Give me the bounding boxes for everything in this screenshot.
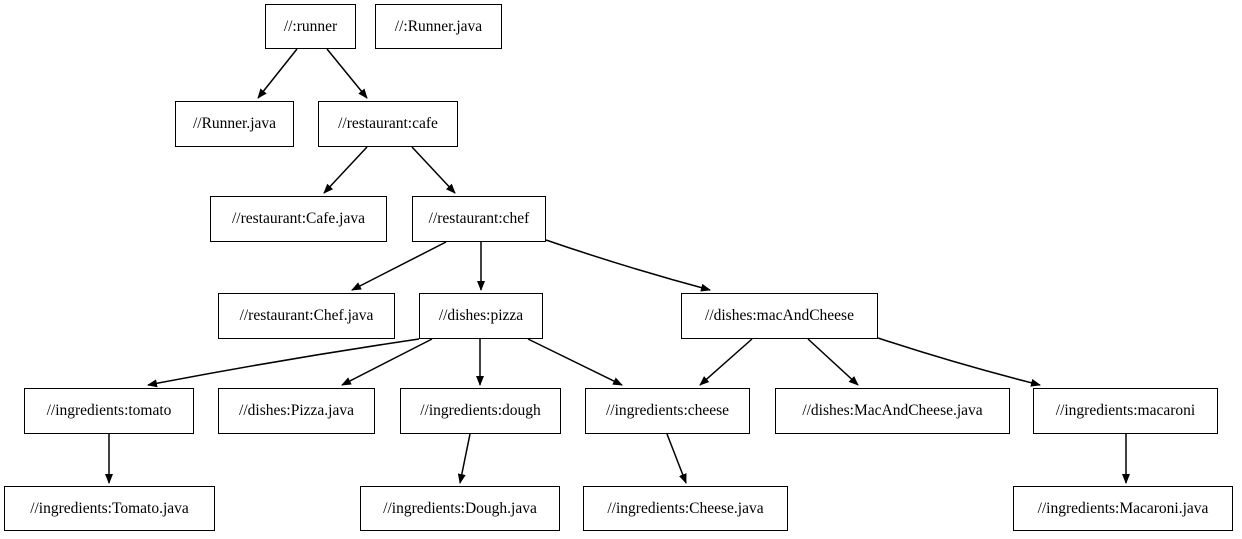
graph-node-label: //ingredients:dough (420, 402, 541, 420)
graph-node-runner_java[interactable]: //Runner.java (175, 101, 294, 147)
graph-node-label: //restaurant:cafe (338, 115, 438, 133)
graph-node-label: //restaurant:Cafe.java (232, 210, 365, 228)
graph-node-runner_java_root[interactable]: //:Runner.java (375, 4, 502, 49)
graph-node-ing_macaroni_java[interactable]: //ingredients:Macaroni.java (1013, 486, 1233, 531)
graph-node-runner[interactable]: //:runner (265, 4, 356, 49)
graph-node-restaurant_cafe[interactable]: //restaurant:cafe (318, 101, 458, 147)
graph-node-restaurant_cafe_java[interactable]: //restaurant:Cafe.java (210, 196, 387, 242)
graph-node-label: //dishes:pizza (438, 307, 524, 325)
graph-node-ing_tomato_java[interactable]: //ingredients:Tomato.java (4, 486, 215, 531)
graph-node-label: //ingredients:Tomato.java (30, 499, 189, 517)
graph-node-dishes_macandcheese_java[interactable]: //dishes:MacAndCheese.java (775, 388, 1010, 434)
graph-node-ing_macaroni[interactable]: //ingredients:macaroni (1033, 388, 1218, 434)
graph-node-dishes_macandcheese[interactable]: //dishes:macAndCheese (681, 293, 878, 339)
graph-node-ing_cheese_java[interactable]: //ingredients:Cheese.java (583, 486, 788, 531)
graph-node-label: //restaurant:chef (428, 210, 530, 228)
graph-node-label: //ingredients:macaroni (1055, 402, 1196, 420)
graph-node-dishes_pizza_java[interactable]: //dishes:Pizza.java (218, 388, 375, 434)
graph-node-label: //Runner.java (192, 115, 277, 133)
graph-node-label: //dishes:MacAndCheese.java (802, 402, 983, 420)
graph-node-label: //restaurant:Chef.java (239, 307, 374, 325)
graph-node-label: //:runner (283, 17, 338, 35)
graph-node-restaurant_chef_java[interactable]: //restaurant:Chef.java (218, 293, 395, 339)
graph-node-label: //dishes:macAndCheese (705, 307, 854, 325)
graph-node-label: //:Runner.java (394, 17, 483, 35)
graph-node-ing_tomato[interactable]: //ingredients:tomato (24, 388, 194, 434)
graph-node-ing_dough[interactable]: //ingredients:dough (400, 388, 561, 434)
graph-node-ing_cheese[interactable]: //ingredients:cheese (585, 388, 750, 434)
graph-node-ing_dough_java[interactable]: //ingredients:Dough.java (360, 486, 560, 531)
graph-node-label: //dishes:Pizza.java (239, 402, 354, 420)
graph-node-label: //ingredients:tomato (46, 402, 172, 420)
graph-node-dishes_pizza[interactable]: //dishes:pizza (419, 293, 543, 339)
graph-node-label: //ingredients:Dough.java (383, 499, 537, 517)
graph-node-label: //ingredients:Macaroni.java (1037, 499, 1209, 517)
graph-node-label: //ingredients:Cheese.java (607, 499, 764, 517)
graph-node-restaurant_chef[interactable]: //restaurant:chef (412, 196, 546, 242)
graph-node-label: //ingredients:cheese (605, 402, 730, 420)
